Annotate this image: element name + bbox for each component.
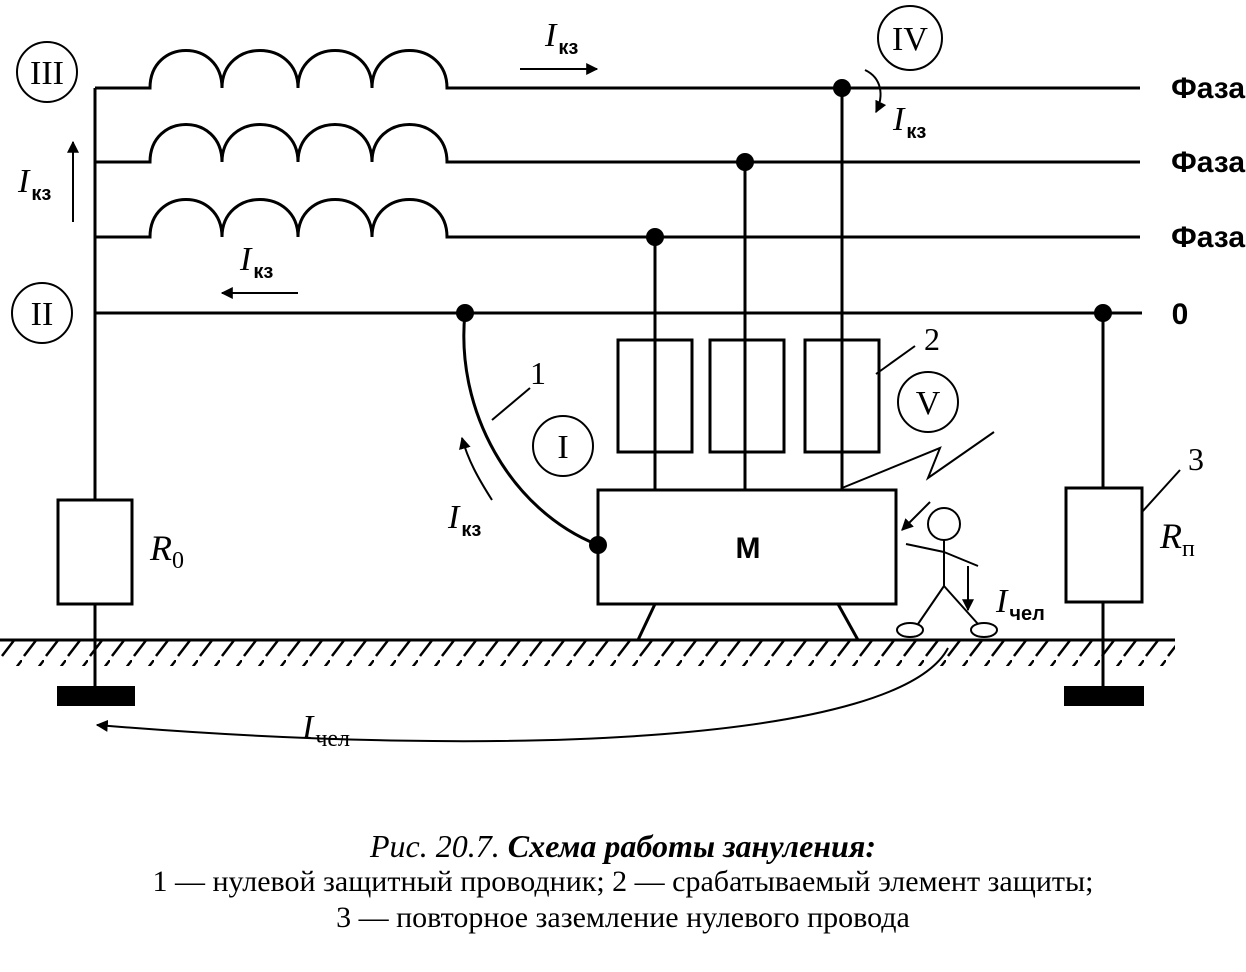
junction-motor xyxy=(589,536,607,554)
callout-2-leader xyxy=(875,345,916,375)
svg-text:I: I xyxy=(557,429,568,466)
ground-electrode-left xyxy=(57,686,135,706)
callout-3: 3 xyxy=(1188,441,1204,477)
ground-electrode-right xyxy=(1064,686,1144,706)
caption-title-line: Рис. 20.7. Схема работы зануления: xyxy=(0,828,1246,864)
callout-3-leader xyxy=(1141,469,1181,513)
arrow-ichel-ground xyxy=(95,647,949,743)
callout-1: 1 xyxy=(530,355,546,391)
motor-foot-right xyxy=(836,603,860,641)
label-r0: R0 xyxy=(149,528,184,574)
marker-IV: IV xyxy=(877,5,943,71)
neutral-label: 0 xyxy=(1172,298,1189,331)
phase-label-2: Фаза xyxy=(1171,146,1245,179)
label-ichel-ground: Iчел xyxy=(301,709,350,752)
svg-text:IV: IV xyxy=(892,21,928,58)
marker-III: III xyxy=(16,41,78,103)
junction-neutral-left xyxy=(456,304,474,322)
junction-neutral-right xyxy=(1094,304,1112,322)
callout-1-leader xyxy=(491,387,531,421)
person-icon xyxy=(896,507,998,638)
phase-line-2 xyxy=(95,123,1140,164)
ground-hatch xyxy=(0,640,1175,666)
arrow-ikz-conductor xyxy=(459,436,493,501)
resistor-r0 xyxy=(56,498,134,606)
label-rp: Rп xyxy=(1159,516,1195,562)
protection-element-2 xyxy=(708,338,786,454)
caption-legend-line-2: 3 — повторное заземление нулевого провод… xyxy=(336,901,910,934)
motor-foot-left xyxy=(636,603,657,641)
neutral-protective-conductor xyxy=(462,312,599,547)
svg-text:II: II xyxy=(31,296,54,333)
figure-title: Схема работы зануления: xyxy=(507,828,876,864)
junction-phase3 xyxy=(646,228,664,246)
caption-legend-line-1: 1 — нулевой защитный проводник; 2 — сраб… xyxy=(152,865,1094,898)
phase-line-3 xyxy=(95,198,1140,239)
svg-text:V: V xyxy=(916,385,941,422)
figure-number: Рис. 20.7. xyxy=(370,828,500,864)
phase-label-1: Фаза xyxy=(1171,72,1245,105)
junction-phase2 xyxy=(736,153,754,171)
resistor-rp xyxy=(1064,486,1144,604)
svg-text:III: III xyxy=(30,55,64,92)
phase-line-1 xyxy=(95,49,1140,90)
phase-label-3: Фаза xyxy=(1171,221,1245,254)
touch-arrow xyxy=(901,501,931,531)
marker-V: V xyxy=(897,371,959,433)
junction-phase1 xyxy=(833,79,851,97)
arrow-ikz-phase-tap xyxy=(864,69,887,114)
motor-label: М xyxy=(736,532,761,565)
fault-lightning-icon xyxy=(841,431,995,489)
protection-element-1 xyxy=(616,338,694,454)
marker-II: II xyxy=(11,282,73,344)
callout-2: 2 xyxy=(924,321,940,357)
protection-element-3 xyxy=(803,338,881,454)
figure-caption: Рис. 20.7. Схема работы зануления: 1 — н… xyxy=(0,828,1246,936)
marker-I: I xyxy=(532,415,594,477)
